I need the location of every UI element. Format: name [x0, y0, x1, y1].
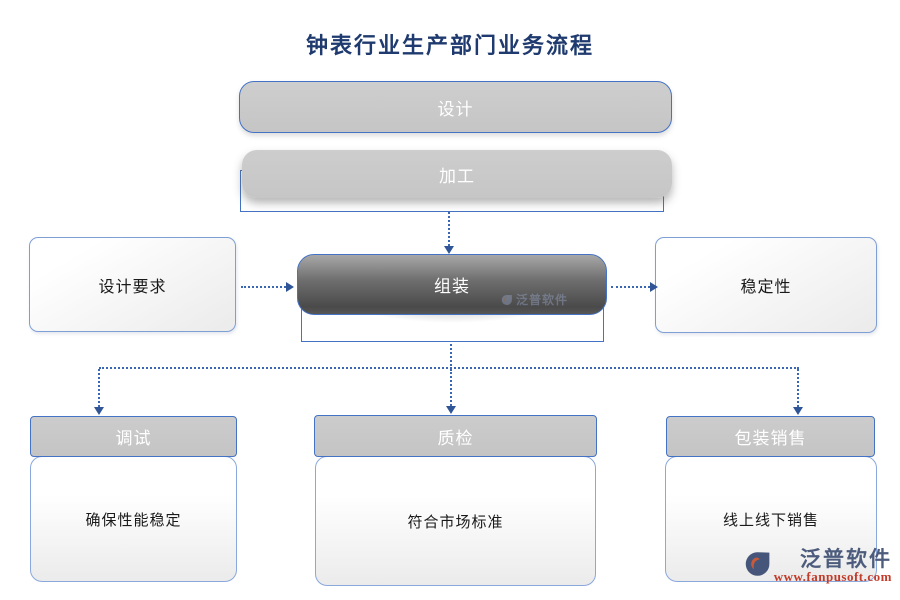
arrow-to-debug-line: [98, 369, 100, 407]
node-design-label: 设计: [437, 99, 474, 119]
node-process-label: 加工: [439, 166, 475, 186]
node-assembly-label: 组装: [434, 277, 470, 296]
node-process: 加工: [242, 150, 672, 198]
fanpu-logo-icon: [745, 552, 770, 576]
corner-watermark-text: 泛普软件 www.fanpusoft.com: [774, 548, 892, 584]
node-debug-body: 确保性能稳定: [30, 456, 237, 582]
arrow-to-packing-line: [797, 369, 799, 407]
node-packing-body: 线上线下销售: [665, 456, 877, 582]
arrow-designreq-to-assembly-head: [286, 282, 294, 292]
assembly-inner-watermark: 泛普软件: [501, 291, 568, 308]
node-quality-body: 符合市场标准: [315, 456, 596, 586]
node-packing-body-label: 线上线下销售: [722, 512, 819, 529]
node-quality-header: 质检: [314, 415, 597, 457]
arrow-process-to-assembly-line: [448, 201, 450, 246]
node-quality-header-label: 质检: [437, 428, 474, 448]
arrow-to-quality-line: [450, 369, 452, 406]
corner-watermark: 泛普软件 www.fanpusoft.com: [744, 548, 892, 584]
node-stability-label: 稳定性: [740, 279, 792, 296]
node-debug-body-label: 确保性能稳定: [85, 512, 182, 529]
node-packing-header: 包装销售: [666, 416, 875, 457]
arrow-assembly-to-stability-head: [650, 282, 658, 292]
arrow-to-quality-head: [446, 406, 456, 414]
node-packing-header-label: 包装销售: [734, 429, 807, 448]
fanpu-brand-text: 泛普软件: [800, 547, 892, 571]
arrow-process-to-assembly-head: [444, 246, 454, 254]
connector-horizontal-line: [99, 367, 799, 369]
arrow-to-debug-head: [94, 407, 104, 415]
node-debug-header-label: 调试: [115, 429, 152, 448]
flowchart-title: 钟表行业生产部门业务流程: [305, 33, 594, 58]
arrow-assembly-to-stability-line: [611, 286, 650, 288]
node-design-requirements: 设计要求: [29, 237, 236, 332]
node-design-requirements-label: 设计要求: [98, 278, 167, 296]
node-debug-header: 调试: [30, 416, 237, 457]
fanpu-logo-icon: [501, 294, 512, 305]
fanpu-url-text: www.fanpusoft.com: [773, 569, 892, 585]
node-design: 设计: [239, 81, 672, 133]
arrow-to-packing-head: [793, 407, 803, 415]
node-quality-body-label: 符合市场标准: [407, 514, 504, 531]
node-stability: 稳定性: [655, 237, 877, 333]
arrow-designreq-to-assembly-line: [241, 286, 286, 288]
assembly-inner-watermark-text: 泛普软件: [515, 293, 568, 307]
node-assembly: 组装 泛普软件: [297, 254, 607, 315]
